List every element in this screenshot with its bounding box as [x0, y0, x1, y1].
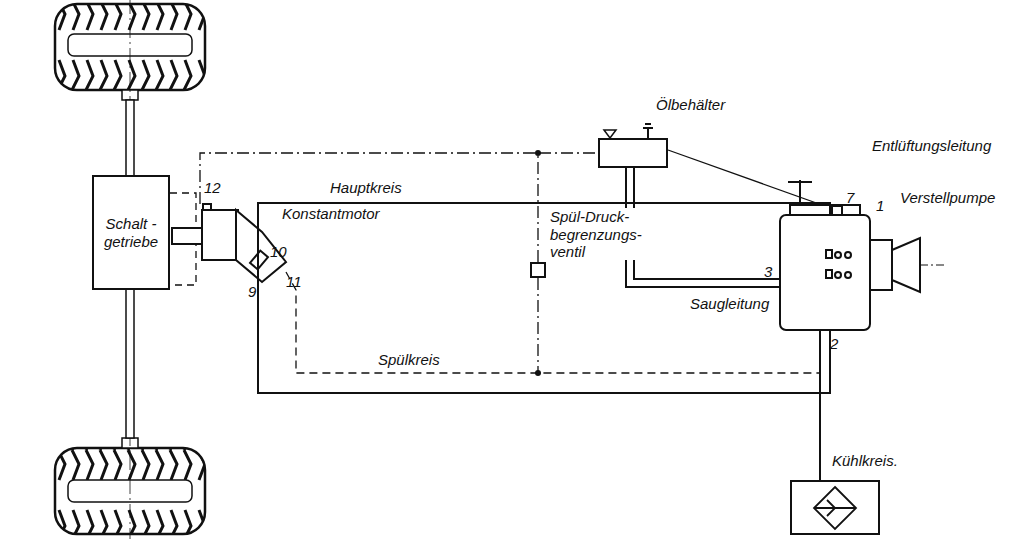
- motor-symbol: [172, 204, 286, 282]
- tank-shape: [598, 138, 668, 168]
- leak-line: [200, 153, 538, 204]
- suction-pipe: [626, 168, 780, 287]
- valve-line: [537, 278, 538, 373]
- valve-node: Spül-Druck- begrenzungs- ventil: [528, 226, 638, 282]
- part-name: Konstantmotor: [282, 206, 380, 223]
- level-mark: [604, 130, 616, 138]
- part-name: Verstellpumpe: [900, 190, 995, 207]
- cooler-node: Kühlkreis.: [790, 452, 920, 535]
- vent-line: [668, 150, 836, 210]
- node-label: Hauptkreis: [330, 179, 402, 196]
- callout-number: 9: [248, 284, 256, 301]
- cooler-symbol: [792, 482, 878, 533]
- callout-number: 12: [204, 180, 221, 197]
- callout-number: 3: [764, 264, 772, 281]
- cooling-line: [819, 330, 821, 480]
- gearbox-box: Schalt - getriebe: [92, 175, 170, 290]
- callout-number: 2: [830, 336, 838, 353]
- tank-node: Ölbehälter: [598, 96, 758, 168]
- filler-cap: [643, 124, 653, 138]
- callout-number: 10: [270, 244, 287, 261]
- node-label: Spül-Druck- begrenzungs- ventil: [550, 208, 636, 260]
- cooler-box: [790, 480, 880, 535]
- node-label: Schalt - getriebe: [101, 215, 161, 250]
- line-label: Spülkreis: [378, 352, 440, 369]
- valve-square: [530, 262, 546, 278]
- node-label: Ölbehälter: [656, 96, 725, 113]
- junction-dot: [535, 370, 541, 376]
- line-label: Saugleitung: [690, 296, 769, 313]
- node-label: Kühlkreis.: [832, 452, 898, 469]
- callout-number: 1: [876, 198, 884, 215]
- line-label: Entlüftungsleitung: [872, 138, 991, 155]
- callout-number: 11: [286, 274, 302, 291]
- tank-cap: [598, 118, 668, 138]
- callout-number: 7: [846, 190, 854, 207]
